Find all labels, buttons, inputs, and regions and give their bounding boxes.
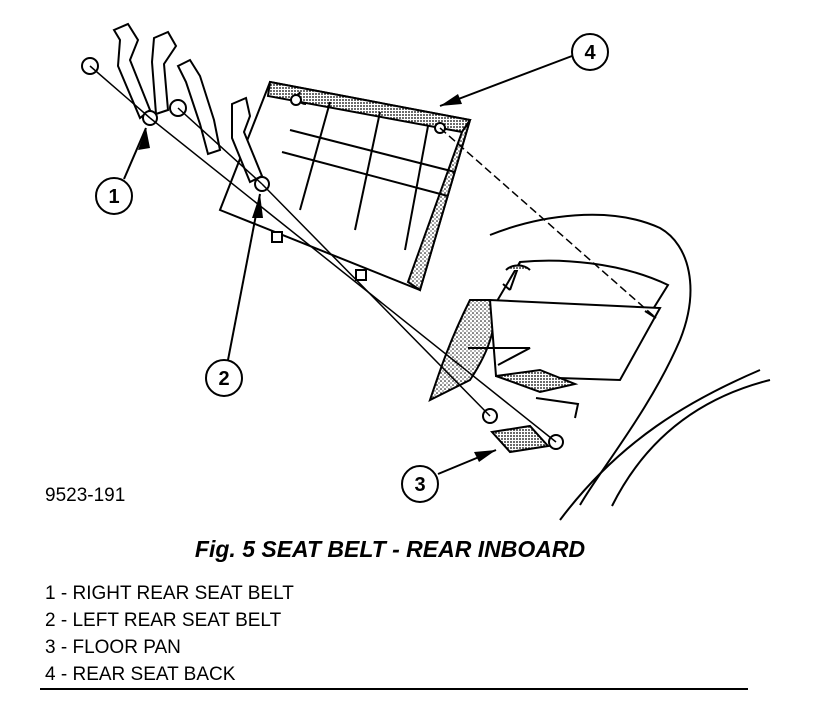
legend-item-3: 3 - FLOOR PAN	[45, 637, 181, 658]
alignment-lines	[89, 65, 657, 443]
callout-4: 4	[439, 33, 609, 107]
callout-2: 2	[205, 193, 263, 397]
legend: 1 - RIGHT REAR SEAT BELT 2 - LEFT REAR S…	[45, 580, 294, 688]
callout-1-number: 1	[108, 186, 119, 208]
vehicle-body	[479, 213, 771, 521]
callout-4-number: 4	[584, 42, 596, 64]
legend-number: 2	[45, 610, 56, 631]
callout-3: 3	[401, 449, 497, 503]
figure-caption: Fig. 5 SEAT BELT - REAR INBOARD	[194, 536, 586, 562]
rear-seat-back	[218, 80, 472, 292]
legend-item-2: 2 - LEFT REAR SEAT BELT	[45, 610, 282, 631]
legend-item-1: 1 - RIGHT REAR SEAT BELT	[45, 583, 294, 604]
legend-number: 3	[45, 637, 56, 658]
legend-label: REAR SEAT BACK	[72, 664, 236, 685]
callout-3-number: 3	[414, 474, 425, 496]
callout-2-number: 2	[218, 368, 229, 390]
callout-1: 1	[95, 127, 150, 215]
legend-label: FLOOR PAN	[72, 637, 181, 658]
bottom-divider	[40, 688, 748, 690]
legend-label: LEFT REAR SEAT BELT	[72, 610, 282, 631]
drawing-number: 9523-191	[45, 485, 126, 506]
legend-number: 4	[45, 664, 56, 685]
floor-pan	[428, 264, 662, 454]
legend-label: RIGHT REAR SEAT BELT	[72, 583, 294, 604]
legend-number: 1	[45, 583, 56, 604]
legend-item-4: 4 - REAR SEAT BACK	[45, 664, 236, 685]
